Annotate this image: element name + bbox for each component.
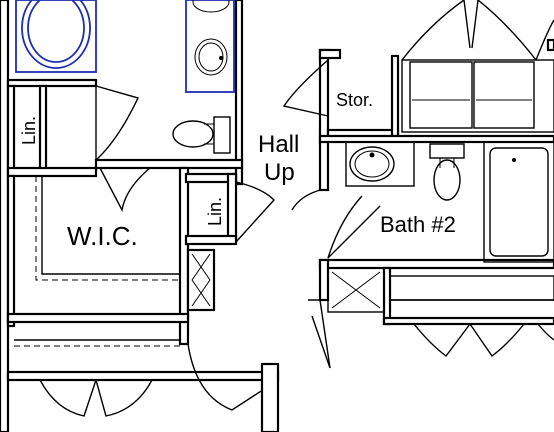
lower-left-closet [6,339,280,417]
small-shaft [186,248,216,312]
storage-label: Stor. [336,90,373,110]
wic-door [99,167,151,213]
linen-middle: Lin. [184,172,275,246]
left-exterior-wall [0,0,10,432]
lower-right-closet [308,258,554,369]
hall-label-line1: Hall [258,131,299,158]
master-toilet [172,116,231,154]
wic-label: W.I.C. [67,221,138,251]
linen-left: Lin. [6,84,98,178]
hall-lower-door [187,343,280,432]
master-bath-right-wall [234,0,244,186]
wic-top-wall [94,158,244,170]
storage: Stor. [282,48,400,192]
walk-in-closet: W.I.C. [6,166,190,346]
master-bath-lower-wall [6,78,98,88]
bath-2-tub [483,141,554,263]
bath-2-label: Bath #2 [380,212,456,237]
bath-2-door [327,195,381,259]
upper-right-cabinets [401,0,554,133]
bath-2-vanity [345,141,415,187]
master-bath-door [95,85,139,161]
bath-2: Bath #2 [318,134,554,270]
master-bathtub [7,0,97,73]
linen-left-label: Lin. [19,116,39,145]
master-vanity [185,0,235,93]
bath-2-toilet [429,143,465,201]
hall-label-line2: Up [264,159,295,186]
linen-middle-label: Lin. [205,197,225,226]
hall-side-door [291,189,321,211]
